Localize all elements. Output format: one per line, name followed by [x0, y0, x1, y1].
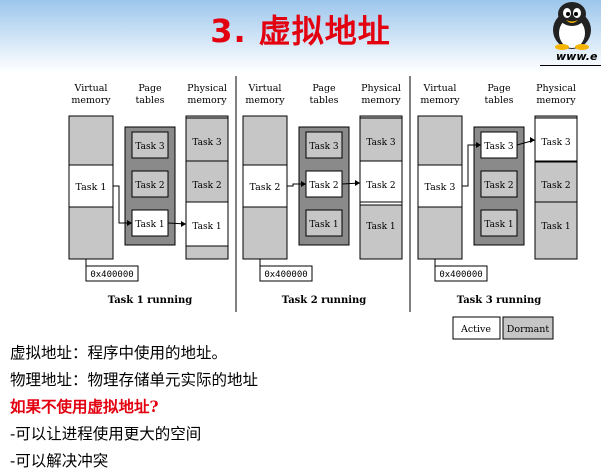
legend-active-label: Active [460, 324, 491, 335]
physical-active-block [185, 201, 229, 247]
physical-entry-label: Task 2 [366, 181, 395, 191]
physical-entry-label: Task 3 [192, 138, 222, 148]
page-table-entry [305, 131, 343, 159]
panel-caption: Task 3 running [457, 295, 542, 306]
page-table-entry-label: Task 1 [484, 220, 513, 230]
mapping-arrow-head [355, 180, 360, 186]
legend-active-box [452, 316, 501, 340]
benefit-larger-space: -可以让进程使用更大的空间 [10, 425, 202, 443]
virtual-memory-diagram: VirtualmemoryPagetablesPhysicalmemoryTas… [68, 76, 578, 340]
mapping-arrow-head [127, 220, 132, 226]
physical-entry-label: Task 1 [366, 222, 395, 232]
header-page-tables: tables [135, 95, 164, 106]
header-virtual-memory: memory [245, 95, 285, 106]
physical-entry-label: Task 1 [541, 222, 570, 232]
header-physical-memory: memory [536, 95, 576, 106]
address-box [259, 265, 313, 282]
page-title: 3. 虚拟地址 [210, 12, 391, 50]
header-physical-memory: memory [187, 95, 227, 106]
legend-dormant-box [502, 316, 554, 340]
legend-dormant-label: Dormant [507, 324, 550, 335]
header-virtual-memory: Virtual [74, 83, 108, 94]
header-physical-memory: Physical [187, 83, 227, 94]
penguin-logo-icon [553, 2, 591, 50]
virtual-task-label: Task 1 [76, 182, 107, 193]
page-table-entry-label: Task 3 [484, 142, 514, 152]
page-table-entry [131, 170, 169, 198]
address-box [434, 265, 488, 282]
page-table-entry [480, 209, 518, 237]
page-table-entry [131, 131, 169, 159]
mapping-arrow-head [181, 221, 186, 227]
panel-caption: Task 2 running [282, 295, 367, 306]
mapping-arrow-line [462, 144, 481, 187]
physical-active-block [359, 160, 403, 206]
physical-entry-label: Task 3 [366, 138, 396, 148]
physical-entry-label: Task 2 [541, 181, 570, 191]
page-table-entry-label: Task 2 [309, 181, 338, 191]
page-table-entry-label: Task 2 [135, 181, 164, 191]
mapping-arrow-head [476, 142, 481, 148]
mapping-arrow-head [530, 137, 535, 143]
header-physical-memory: Physical [536, 83, 576, 94]
physical-entry-label: Task 2 [192, 181, 221, 191]
virtual-task-block [242, 164, 288, 208]
header-page-tables: Page [312, 83, 336, 94]
header-physical-memory: memory [361, 95, 401, 106]
header-page-tables: tables [484, 95, 513, 106]
header-virtual-memory: memory [420, 95, 460, 106]
panel-caption: Task 1 running [108, 295, 193, 306]
address-label: 0x400000 [90, 270, 133, 280]
address-label: 0x400000 [264, 270, 307, 280]
header-page-tables: Page [138, 83, 162, 94]
header-physical-memory: Physical [361, 83, 401, 94]
header-banner: 3. 虚拟地址 www.e [0, 0, 601, 72]
page-table-entry-label: Task 3 [135, 142, 165, 152]
address-label: 0x400000 [439, 270, 482, 280]
virtual-task-label: Task 2 [250, 182, 281, 193]
header-virtual-memory: Virtual [423, 83, 457, 94]
question-heading: 如果不使用虚拟地址? [10, 397, 159, 416]
physical-entry-label: Task 1 [192, 222, 221, 232]
address-box [85, 265, 139, 282]
virtual-task-block [68, 164, 114, 208]
header-virtual-memory: Virtual [248, 83, 282, 94]
virtual-address-definition: 虚拟地址：程序中使用的地址。 [10, 344, 228, 362]
physical-address-definition: 物理地址：物理存储单元实际的地址 [10, 371, 259, 389]
mapping-arrow-head [301, 181, 306, 187]
header-virtual-memory: memory [71, 95, 111, 106]
physical-entry-label: Task 3 [541, 138, 571, 148]
mapping-arrow-line [113, 185, 132, 224]
virtual-task-label: Task 3 [425, 182, 456, 193]
page-table-entry-label: Task 1 [309, 220, 338, 230]
page-table-entry-label: Task 2 [484, 181, 513, 191]
page-table-entry-label: Task 1 [135, 220, 164, 230]
page-table-entry-label: Task 3 [309, 142, 339, 152]
page-table-entry [305, 170, 343, 198]
page-table-entry [480, 170, 518, 198]
page-table-entry [305, 209, 343, 237]
url-underline [540, 65, 601, 66]
header-page-tables: tables [309, 95, 338, 106]
mapping-arrow-line [287, 183, 306, 187]
benefit-resolve-conflict: -可以解决冲突 [10, 452, 109, 470]
header-page-tables: Page [487, 83, 511, 94]
site-url: www.e [556, 50, 598, 63]
